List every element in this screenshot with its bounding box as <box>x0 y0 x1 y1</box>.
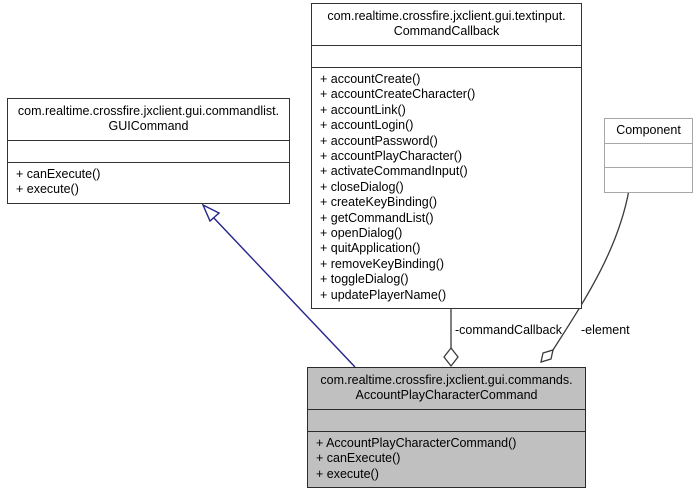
operation-item: + accountPassword() <box>320 133 438 148</box>
class-attributes-command-callback <box>312 46 581 68</box>
operation-item: + accountLink() <box>320 102 406 117</box>
operation-item: + quitApplication() <box>320 241 421 256</box>
operation-item: + canExecute() <box>16 167 101 181</box>
hollow-diamond-arrowhead <box>443 346 459 368</box>
operation-item: + updatePlayerName() <box>320 287 447 302</box>
class-name-gui-command: com.realtime.crossfire.jxclient.gui.comm… <box>8 99 289 141</box>
operation-item: + removeKeyBinding() <box>320 256 445 271</box>
class-attributes-gui-command <box>8 141 289 163</box>
hollow-diamond-arrowhead <box>540 349 554 363</box>
class-name-component: Component <box>605 119 692 144</box>
operation-item: + openDialog() <box>320 226 403 241</box>
operation-item: + execute() <box>316 466 379 481</box>
class-box-account-play-character-command[interactable]: com.realtime.crossfire.jxclient.gui.comm… <box>307 367 586 489</box>
operation-item: + getCommandList() <box>320 210 434 225</box>
operation-item: + accountLogin() <box>320 118 414 133</box>
operation-item: + AccountPlayCharacterCommand() <box>316 436 517 450</box>
operation-item: + accountCreateCharacter() <box>320 87 476 102</box>
edge-label-element: -element <box>581 323 630 337</box>
class-box-gui-command[interactable]: com.realtime.crossfire.jxclient.gui.comm… <box>7 98 290 204</box>
operation-item: + activateCommandInput() <box>320 164 468 179</box>
class-name-account-play-character-command: com.realtime.crossfire.jxclient.gui.comm… <box>308 368 585 410</box>
hollow-triangle-arrowhead <box>201 203 221 223</box>
class-operations-gui-command: + canExecute()+ execute() <box>8 163 289 203</box>
class-operations-component <box>605 168 692 192</box>
operation-item: + accountCreate() <box>320 72 421 86</box>
class-operations-command-callback: + accountCreate()+ accountCreateCharacte… <box>312 68 581 308</box>
operation-item: + accountPlayCharacter() <box>320 149 463 164</box>
operation-item: + canExecute() <box>316 451 401 466</box>
operation-item: + closeDialog() <box>320 179 404 194</box>
operation-item: + createKeyBinding() <box>320 195 438 210</box>
edge-label-command-callback: -commandCallback <box>455 323 562 337</box>
class-attributes-account-play-character-command <box>308 410 585 432</box>
class-operations-account-play-character-command: + AccountPlayCharacterCommand()+ canExec… <box>308 432 585 487</box>
class-box-component[interactable]: Component <box>604 118 693 193</box>
class-attributes-component <box>605 144 692 168</box>
operation-item: + toggleDialog() <box>320 272 409 287</box>
class-box-command-callback[interactable]: com.realtime.crossfire.jxclient.gui.text… <box>311 3 582 310</box>
operation-item: + execute() <box>16 182 79 197</box>
class-name-command-callback: com.realtime.crossfire.jxclient.gui.text… <box>312 4 581 46</box>
